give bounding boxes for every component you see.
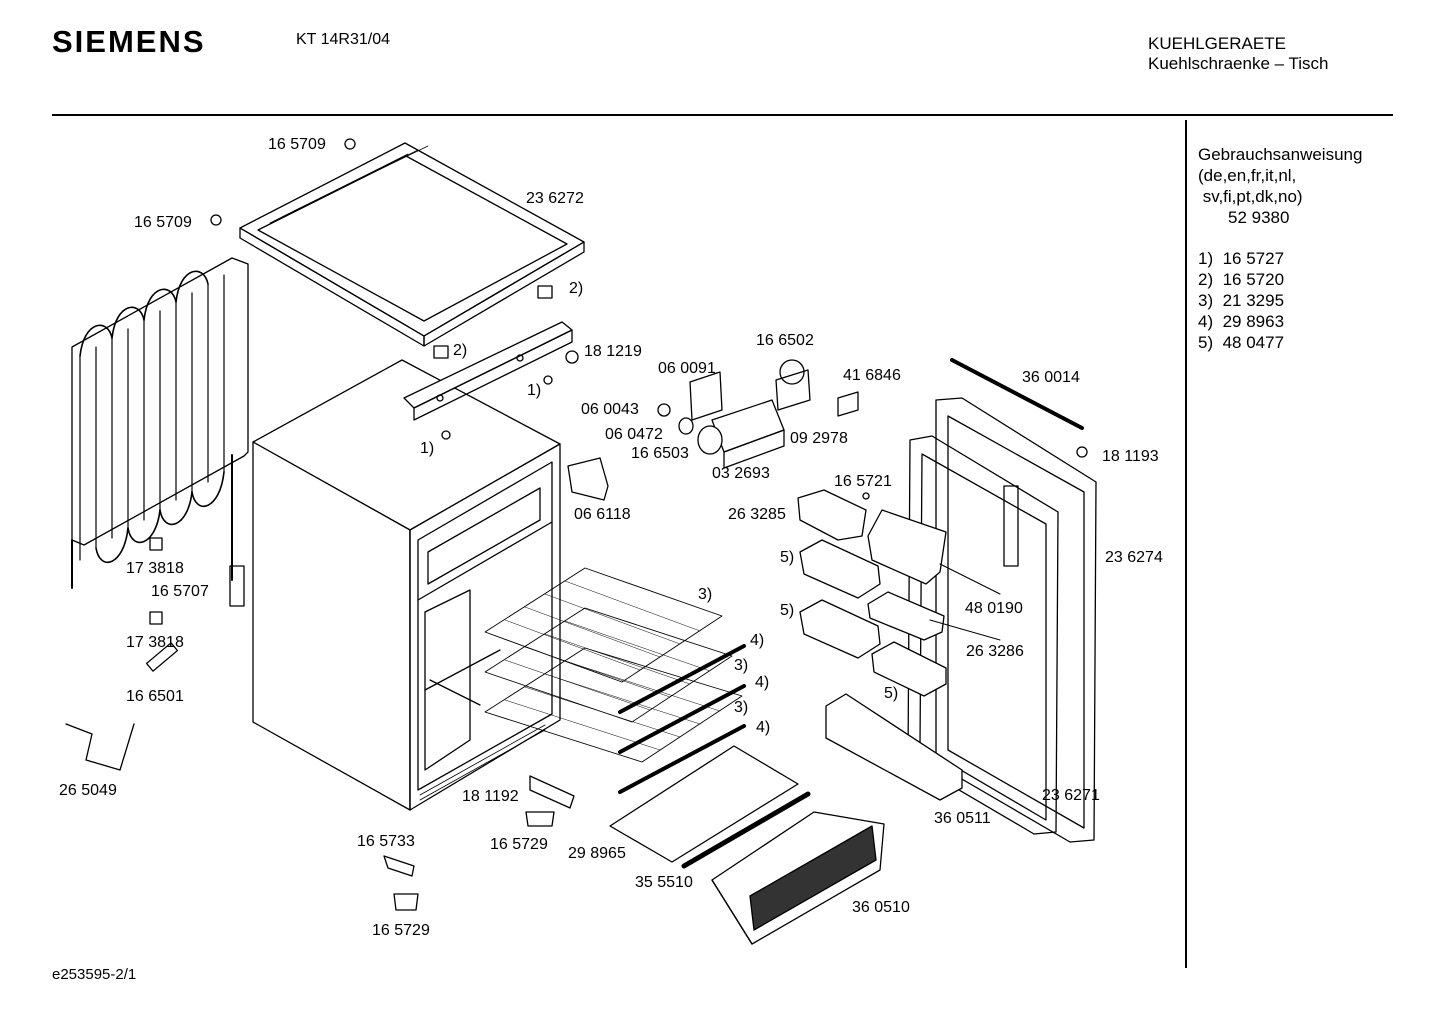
- part-label: 23 6271: [1042, 787, 1100, 804]
- light-cover-illustration: [567, 457, 609, 501]
- part-label: 16 5709: [134, 214, 192, 231]
- part-label: 29 8965: [568, 845, 626, 862]
- footnote-item: 1) 16 5727: [1198, 248, 1284, 269]
- header-divider: [52, 114, 1393, 116]
- footnote-part: 48 0477: [1222, 333, 1285, 352]
- footnote-marker: 4): [750, 632, 765, 649]
- footnote-marker: 4): [755, 674, 770, 691]
- top-strip-illustration: [950, 358, 1084, 430]
- part-label: 16 5729: [490, 836, 548, 853]
- hinge-bracket-illustration: [403, 321, 573, 421]
- footnote-marker: 3): [698, 586, 713, 603]
- part-label: 16 6502: [756, 332, 814, 349]
- crisper-drawer-illustration: [711, 811, 885, 945]
- part-label: 16 5709: [268, 136, 326, 153]
- part-label: 26 5049: [59, 782, 117, 799]
- footnote-mark: 3): [1198, 291, 1214, 310]
- manual-languages-2: sv,fi,pt,dk,no): [1198, 187, 1303, 206]
- part-label: 18 1192: [462, 788, 519, 805]
- footnote-marker: 5): [780, 549, 795, 566]
- part-label: 16 5721: [834, 473, 892, 490]
- document-code: e253595-2/1: [52, 966, 137, 983]
- part-label: 26 3285: [728, 506, 786, 523]
- part-label: 16 5729: [372, 922, 430, 939]
- footnote-marker: 4): [756, 719, 771, 736]
- manual-languages-1: (de,en,fr,it,nl,: [1198, 166, 1297, 185]
- thermostat-illustration: [657, 359, 859, 469]
- manual-part-number: 52 9380: [1228, 208, 1290, 227]
- category-title: KUEHLGERAETE: [1148, 34, 1286, 53]
- cabinet-illustration: [252, 359, 561, 811]
- footnote-part: 16 5727: [1222, 249, 1285, 268]
- footnote-item: 4) 29 8963: [1198, 311, 1284, 332]
- footnote-part: 16 5720: [1222, 270, 1285, 289]
- footnote-marker: 1): [420, 440, 435, 457]
- part-label: 03 2693: [712, 465, 770, 482]
- part-label: 09 2978: [790, 430, 848, 447]
- part-label: 06 0472: [605, 426, 663, 443]
- footnote-item: 2) 16 5720: [1198, 269, 1284, 290]
- footnote-marker: 2): [453, 342, 468, 359]
- part-label: 16 6501: [126, 688, 184, 705]
- part-label: 16 5733: [357, 833, 415, 850]
- footnote-mark: 5): [1198, 333, 1214, 352]
- footnote-marker: 1): [527, 382, 542, 399]
- top-cover-illustration: [239, 142, 585, 347]
- brand-logo: SIEMENS: [52, 24, 206, 59]
- part-label: 26 3286: [966, 643, 1024, 660]
- footnote-mark: 1): [1198, 249, 1214, 268]
- footnote-marker: 3): [734, 657, 749, 674]
- footnote-mark: 4): [1198, 312, 1214, 331]
- footnote-mark: 2): [1198, 270, 1214, 289]
- wire-shelves-illustration: [484, 567, 746, 794]
- part-label: 06 0043: [581, 401, 639, 418]
- footnote-part: 21 3295: [1222, 291, 1285, 310]
- part-label: 18 1219: [584, 343, 642, 360]
- part-label: 36 0014: [1022, 369, 1080, 386]
- footnote-part: 29 8963: [1222, 312, 1285, 331]
- part-label: 23 6274: [1105, 549, 1163, 566]
- part-label: 35 5510: [635, 874, 693, 891]
- footnote-item: 5) 48 0477: [1198, 332, 1284, 353]
- part-label: 36 0511: [934, 810, 991, 827]
- part-label: 18 1193: [1102, 448, 1159, 465]
- part-label: 48 0190: [965, 600, 1023, 617]
- footnote-marker: 2): [569, 280, 584, 297]
- footnote-marker: 3): [734, 699, 749, 716]
- sidebar-divider: [1185, 120, 1187, 968]
- part-label: 17 3818: [126, 560, 184, 577]
- part-label: 06 0091: [658, 360, 716, 377]
- part-label: 23 6272: [526, 190, 584, 207]
- footnote-list: 1) 16 5727 2) 16 5720 3) 21 3295 4) 29 8…: [1198, 248, 1284, 353]
- footnote-marker: 5): [884, 685, 899, 702]
- condenser-illustration: [71, 257, 249, 589]
- manual-info: Gebrauchsanweisung (de,en,fr,it,nl, sv,f…: [1198, 144, 1362, 228]
- trim-strip-illustration: [681, 791, 811, 869]
- door-illustration: [907, 397, 1097, 843]
- footnote-item: 3) 21 3295: [1198, 290, 1284, 311]
- subcategory-title: Kuehlschraenke – Tisch: [1148, 54, 1329, 73]
- door-bins-illustration: [797, 489, 963, 801]
- part-label: 41 6846: [843, 367, 901, 384]
- footnote-marker: 5): [780, 602, 795, 619]
- model-number: KT 14R31/04: [296, 31, 390, 48]
- part-label: 16 5707: [151, 583, 209, 600]
- glass-shelf-illustration: [609, 745, 799, 863]
- part-label: 17 3818: [126, 634, 184, 651]
- hardware-illustration: [65, 138, 1088, 911]
- part-label: 16 6503: [631, 445, 689, 462]
- exploded-view-diagram: [65, 138, 1097, 945]
- part-label: 36 0510: [852, 899, 910, 916]
- manual-title: Gebrauchsanweisung: [1198, 145, 1363, 164]
- part-label: 06 6118: [574, 506, 631, 523]
